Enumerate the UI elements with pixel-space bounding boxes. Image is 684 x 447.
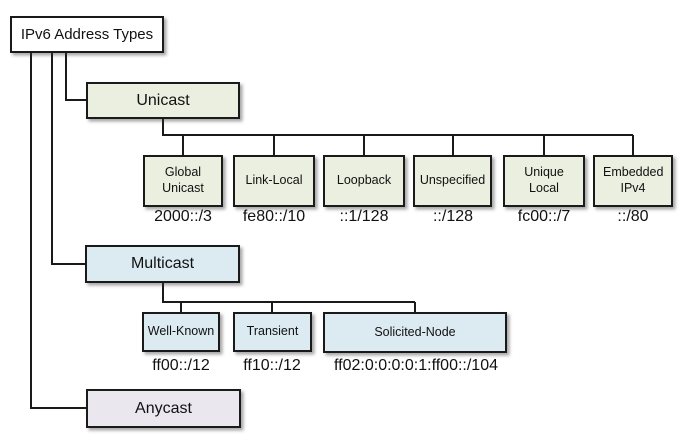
node-solicited-node-label: Solicited-Node <box>374 324 456 339</box>
node-unique-local: Unique Local <box>503 155 585 207</box>
prefix-loopback: ::1/128 <box>339 208 389 225</box>
node-multicast-label: Multicast <box>130 255 195 272</box>
prefix-global-unicast: 2000::/3 <box>154 208 212 225</box>
node-loopback: Loopback <box>323 155 405 207</box>
node-well-known: Well-Known <box>142 312 220 352</box>
connector-root-multicast <box>51 52 85 265</box>
node-embedded-ipv4: Embedded IPv4 <box>593 155 673 207</box>
node-transient: Transient <box>233 312 312 352</box>
node-global-unicast-label: Global Unicast <box>162 165 204 195</box>
node-well-known-label: Well-Known <box>147 324 215 339</box>
prefix-unspecified: ::/128 <box>432 208 474 225</box>
node-unspecified: Unspecified <box>413 155 492 207</box>
node-root-label: IPv6 Address Types <box>20 26 154 43</box>
node-link-local-label: Link-Local <box>245 173 303 188</box>
node-root: IPv6 Address Types <box>10 16 164 53</box>
node-unicast: Unicast <box>86 82 240 119</box>
connector-unicast-bus <box>162 119 633 136</box>
node-unique-local-label: Unique Local <box>524 165 564 195</box>
connector-root-unicast <box>65 52 86 101</box>
prefix-link-local: fe80::/10 <box>242 208 306 225</box>
node-transient-label: Transient <box>246 324 299 339</box>
connector-multicast-bus <box>162 283 415 303</box>
node-loopback-label: Loopback <box>336 173 392 188</box>
prefix-transient: ff10::/12 <box>243 357 301 374</box>
node-global-unicast: Global Unicast <box>143 155 223 207</box>
node-anycast-label: Anycast <box>135 399 192 417</box>
prefix-well-known: ff00::/12 <box>152 357 210 374</box>
node-solicited-node: Solicited-Node <box>323 312 507 353</box>
node-multicast: Multicast <box>85 245 240 283</box>
node-link-local: Link-Local <box>233 155 315 207</box>
prefix-unique-local: fc00::/7 <box>517 208 571 225</box>
node-anycast: Anycast <box>86 389 241 428</box>
prefix-solicited-node: ff02:0:0:0:0:1:ff00::/104 <box>334 357 498 374</box>
node-unspecified-label: Unspecified <box>419 173 486 188</box>
node-unicast-label: Unicast <box>136 91 190 109</box>
connector-root-anycast <box>30 52 86 409</box>
prefix-embedded-ipv4: ::/80 <box>617 208 649 225</box>
node-embedded-ipv4-label: Embedded IPv4 <box>603 165 664 195</box>
